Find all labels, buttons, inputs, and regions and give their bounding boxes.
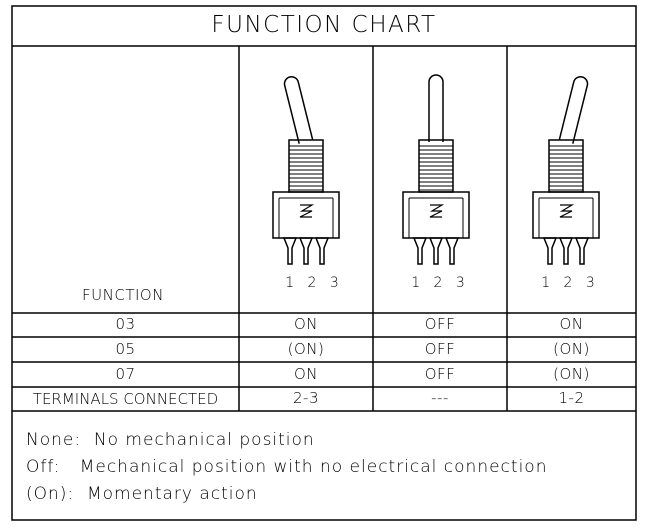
legend-none: None: No mechanical position <box>26 432 315 449</box>
row-value: (ON) <box>287 340 325 358</box>
manufacturer-logo-icon <box>559 204 575 218</box>
toggle-lever <box>428 74 444 142</box>
toggle-switch-2 <box>402 74 470 265</box>
terminal-pin <box>542 237 558 265</box>
legend-key: (On): <box>26 484 75 504</box>
manufacturer-logo-icon <box>299 204 315 218</box>
function-header: FUNCTION <box>82 286 164 304</box>
switch-3-pin-labels: 1 2 3 <box>533 276 603 290</box>
terminal-pin <box>298 237 314 265</box>
row-label: 07 <box>115 365 136 383</box>
terminal-pin <box>282 237 298 265</box>
toggle-lever <box>558 76 589 144</box>
pin-label: 2 <box>433 275 443 291</box>
terminal-pin <box>444 237 460 265</box>
legend-text: Momentary action <box>86 484 258 504</box>
legend-key: None: <box>26 430 82 450</box>
switch-body <box>402 191 470 239</box>
legend-text: No mechanical position <box>93 430 315 450</box>
terminal-pin <box>558 237 574 265</box>
row-value: (ON) <box>553 365 590 383</box>
toggle-switch-1 <box>272 76 340 265</box>
pin-label: 3 <box>455 275 465 291</box>
switch-body <box>272 191 340 239</box>
chart-title: FUNCTION CHART <box>211 12 437 38</box>
row-value: OFF <box>424 315 456 333</box>
row-value: (ON) <box>553 340 590 358</box>
terminal-pin <box>314 237 330 265</box>
row-value: ON <box>559 315 584 333</box>
manufacturer-logo-icon <box>429 204 445 218</box>
legend-off: Off: Mechanical position with no electri… <box>26 459 547 476</box>
pin-label: 1 <box>411 275 421 291</box>
row-value: --- <box>431 389 449 407</box>
legend-on: (On): Momentary action <box>26 486 258 503</box>
switch-1-pin-labels: 1 2 3 <box>277 276 347 290</box>
row-label: 03 <box>115 315 136 333</box>
legend-text: Mechanical position with no electrical c… <box>79 457 548 477</box>
pin-label: 3 <box>329 275 339 291</box>
switch-body <box>532 191 600 239</box>
terminal-pin <box>412 237 428 265</box>
toggle-switch-3 <box>532 76 600 265</box>
row-value: OFF <box>424 365 456 383</box>
pin-label: 2 <box>563 275 573 291</box>
row-value: OFF <box>424 340 456 358</box>
row-label: TERMINALS CONNECTED <box>32 390 219 408</box>
pin-label: 1 <box>541 275 551 291</box>
row-label: 05 <box>115 340 136 358</box>
row-value: ON <box>293 315 319 333</box>
pin-label: 1 <box>285 275 295 291</box>
toggle-lever <box>283 76 314 144</box>
row-value: 2-3 <box>293 389 319 407</box>
row-value: 1-2 <box>558 389 585 407</box>
pin-label: 3 <box>585 275 595 291</box>
switch-2-pin-labels: 1 2 3 <box>403 276 473 290</box>
terminal-pin <box>574 237 590 265</box>
terminal-pin <box>428 237 444 265</box>
pin-label: 2 <box>307 275 317 291</box>
legend-key: Off: <box>26 457 61 477</box>
row-value: ON <box>293 365 319 383</box>
